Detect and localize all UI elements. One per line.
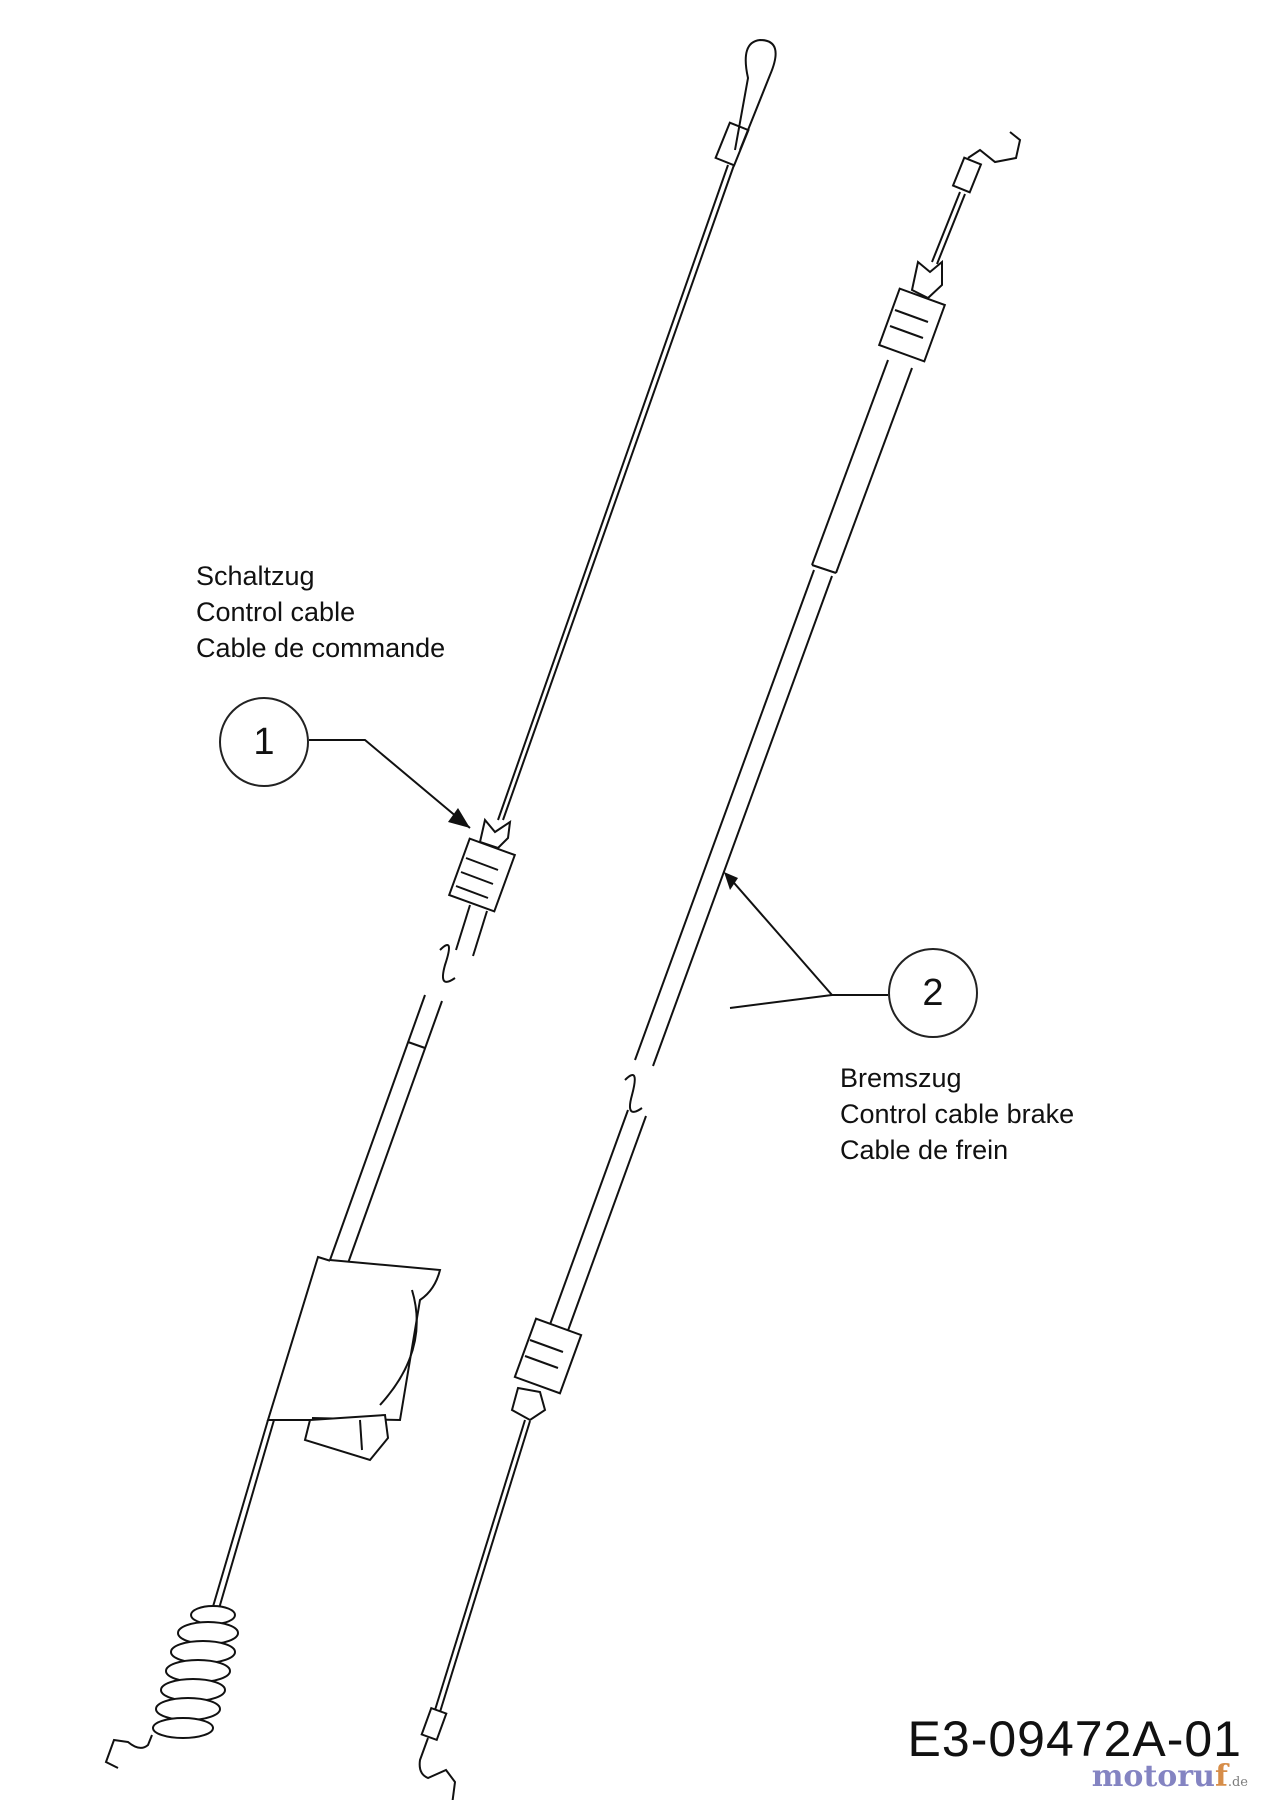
part-1-name-fr: Cable de commande (196, 633, 446, 663)
watermark-accent: f (1214, 1759, 1228, 1794)
part-2-name-en: Control cable brake (840, 1099, 1075, 1129)
drawing-code: E3-09472A-01 (907, 1711, 1242, 1767)
watermark-logo: motoruf.de (1092, 1759, 1248, 1794)
part-1-label: Schaltzug Control cable Cable de command… (196, 558, 445, 666)
brake-cable-drawing (418, 131, 1022, 1800)
part-2-name-fr: Cable de frein (840, 1135, 1009, 1165)
watermark-tld: .de (1227, 1775, 1248, 1790)
part-2-name-de: Bremszug (840, 1063, 962, 1093)
part-2-label: Bremszug Control cable brake Cable de fr… (840, 1060, 1074, 1168)
part-1-name-de: Schaltzug (196, 561, 315, 591)
part-2-callout: 2 (888, 948, 978, 1038)
part-1-callout: 1 (219, 697, 309, 787)
spring (152, 1605, 239, 1739)
control-cable-drawing (104, 38, 777, 1769)
part-1-name-en: Control cable (196, 597, 356, 627)
watermark-main: motoru (1091, 1759, 1215, 1794)
